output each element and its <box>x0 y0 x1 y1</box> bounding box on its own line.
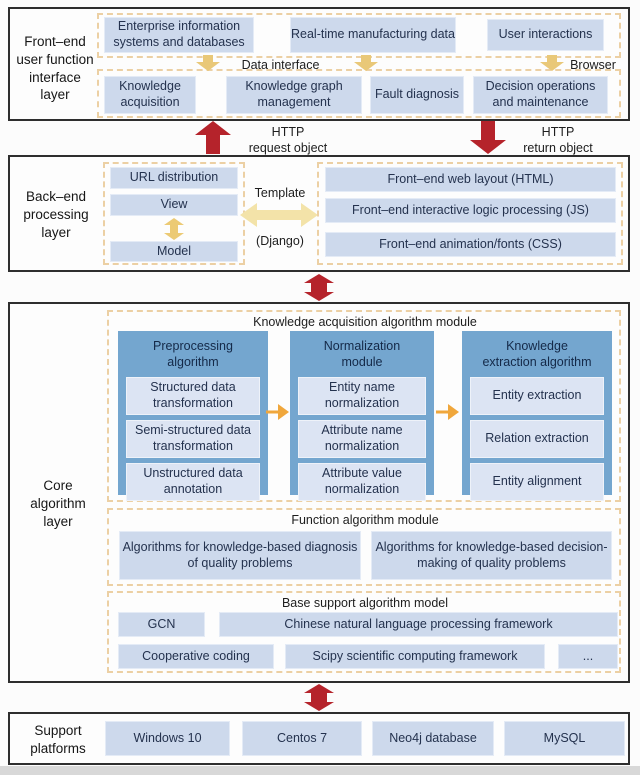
function-module-dashed-group <box>107 508 621 586</box>
relation-extraction-box: Relation extraction <box>470 419 604 458</box>
preprocessing-column-header: Preprocessing algorithm <box>153 339 233 370</box>
django-label: (Django) <box>256 234 304 248</box>
data-interface-label: Data interface <box>241 58 320 72</box>
url-distribution-box: URL distribution <box>110 167 238 189</box>
knowledge-acquisition-box: Knowledge acquisition <box>104 76 196 114</box>
view-model-double-arrow-icon <box>164 218 184 240</box>
view-box: View <box>110 194 238 216</box>
realtime-data-box: Real-time manufacturing data <box>290 17 456 53</box>
unstructured-data-box: Unstructured data annotation <box>126 462 260 501</box>
browser-label: Browser <box>570 58 616 72</box>
http-return-down-arrow-icon <box>470 121 506 154</box>
column-flow-arrow-icon <box>436 404 459 420</box>
windows-box: Windows 10 <box>105 721 230 756</box>
entity-name-normalization-box: Entity name normalization <box>298 376 426 415</box>
cooperative-coding-box: Cooperative coding <box>118 644 274 669</box>
neo4j-box: Neo4j database <box>372 721 494 756</box>
gcn-box: GCN <box>118 612 205 637</box>
http-request-label: HTTP request object <box>248 125 328 156</box>
frontend-sources-dashed-group <box>97 13 621 58</box>
backend-layer-label: Back–end processing layer <box>23 189 89 240</box>
knowledge-module-dashed-group <box>107 310 621 502</box>
web-layout-html-box: Front–end web layout (HTML) <box>325 167 616 192</box>
knowledge-extraction-column: Knowledge extraction algorithm Entity ex… <box>462 331 612 501</box>
diagnosis-algorithms-box: Algorithms for knowledge-based diagnosis… <box>119 531 361 580</box>
preprocessing-column: Preprocessing algorithm Structured data … <box>118 331 268 501</box>
attribute-value-normalization-box: Attribute value normalization <box>298 462 426 501</box>
function-module-title: Function algorithm module <box>291 513 439 527</box>
http-return-label: HTTP return object <box>523 125 593 156</box>
interactive-logic-js-box: Front–end interactive logic processing (… <box>325 198 616 223</box>
decision-operations-box: Decision operations and maintenance <box>473 76 608 114</box>
semi-structured-data-box: Semi-structured data transformation <box>126 419 260 458</box>
data-flow-down-arrow-icon <box>196 55 220 71</box>
user-interactions-box: User interactions <box>487 19 604 51</box>
decision-making-algorithms-box: Algorithms for knowledge-based decision-… <box>371 531 612 580</box>
chinese-nlp-framework-box: Chinese natural language processing fram… <box>219 612 618 637</box>
centos-box: Centos 7 <box>242 721 362 756</box>
enterprise-systems-box: Enterprise information systems and datab… <box>104 17 254 53</box>
attribute-name-normalization-box: Attribute name normalization <box>298 419 426 458</box>
animation-fonts-css-box: Front–end animation/fonts (CSS) <box>325 232 616 257</box>
knowledge-module-title: Knowledge acquisition algorithm module <box>253 315 477 329</box>
column-flow-arrow-icon <box>266 404 289 420</box>
core-support-double-arrow-icon <box>304 684 334 711</box>
scipy-framework-box: Scipy scientific computing framework <box>285 644 545 669</box>
frontend-functions-dashed-group <box>97 69 621 118</box>
entity-extraction-box: Entity extraction <box>470 376 604 415</box>
ellipsis-box: ... <box>558 644 618 669</box>
entity-alignment-box: Entity alignment <box>470 462 604 501</box>
base-module-title: Base support algorithm model <box>281 596 449 610</box>
knowledge-extraction-column-header: Knowledge extraction algorithm <box>482 339 592 370</box>
template-label: Template <box>254 186 306 200</box>
knowledge-graph-management-box: Knowledge graph management <box>226 76 362 114</box>
data-flow-down-arrow-icon <box>354 55 378 71</box>
core-layer-label: Core algorithm layer <box>30 478 86 529</box>
template-double-arrow-icon <box>240 203 318 227</box>
fault-diagnosis-box: Fault diagnosis <box>370 76 464 114</box>
browser-down-arrow-icon <box>540 55 564 71</box>
frontend-layer-label: Front–end user function interface layer <box>16 34 94 103</box>
frontend-output-dashed-group <box>317 162 623 265</box>
normalization-column: Normalization module Entity name normali… <box>290 331 434 501</box>
http-request-up-arrow-icon <box>195 121 231 154</box>
support-layer-label: Support platforms <box>30 723 86 756</box>
mysql-box: MySQL <box>504 721 625 756</box>
normalization-column-header: Normalization module <box>323 339 401 370</box>
bottom-margin-strip <box>0 766 640 775</box>
backend-core-double-arrow-icon <box>304 274 334 301</box>
structured-data-box: Structured data transformation <box>126 376 260 415</box>
model-box: Model <box>110 241 238 262</box>
base-module-dashed-group <box>107 591 621 673</box>
